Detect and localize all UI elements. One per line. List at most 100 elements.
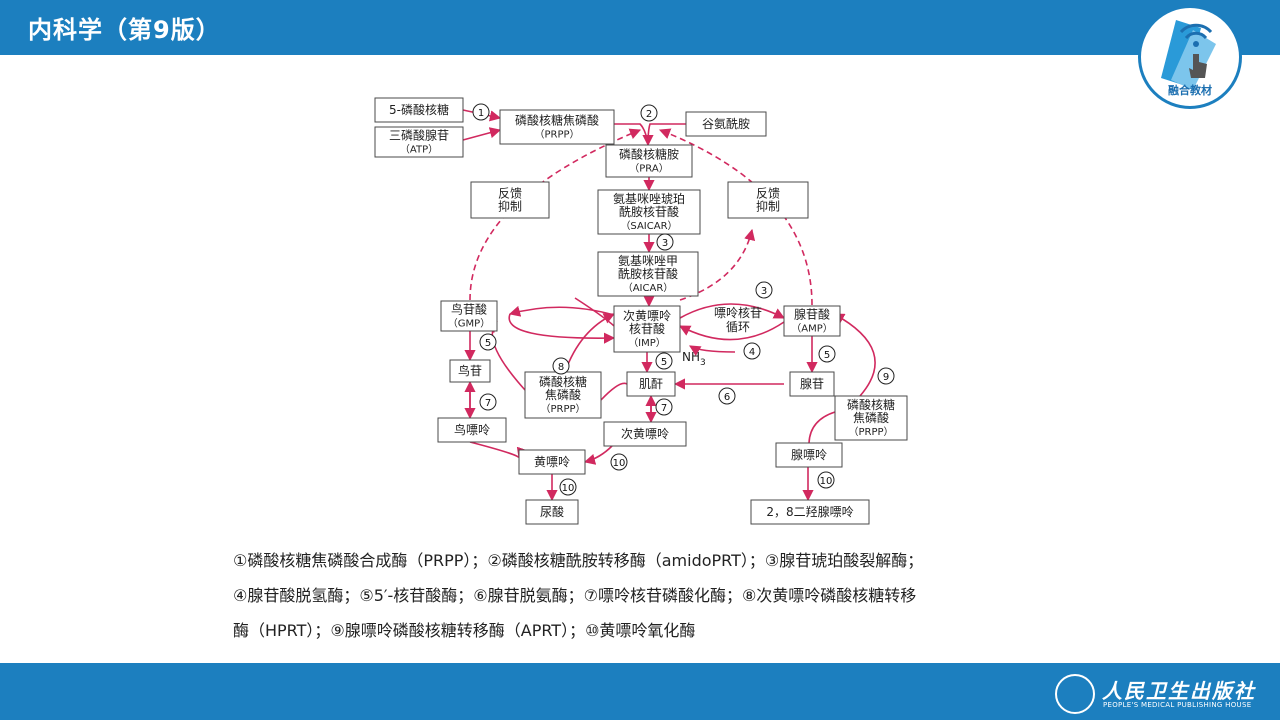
node-inosine: 肌酐 bbox=[626, 371, 676, 397]
enzyme-number: 1 bbox=[472, 103, 490, 121]
node-text: 肌酐 bbox=[639, 377, 663, 391]
node-text: 三磷酸腺苷 bbox=[389, 128, 449, 143]
svg-text:10: 10 bbox=[562, 483, 575, 494]
node-text: 次黄嘌呤 bbox=[621, 426, 669, 441]
svg-text:5: 5 bbox=[824, 350, 830, 361]
node-prpp-right: 磷酸核糖焦磷酸（PRPP） bbox=[834, 395, 908, 441]
node-text: 氨基咪唑甲 bbox=[618, 254, 678, 268]
node-text: （IMP） bbox=[628, 337, 666, 349]
reaction-arrow bbox=[462, 127, 502, 141]
header-bar bbox=[0, 0, 1280, 55]
enzyme-number: 5 bbox=[655, 352, 673, 370]
node-text: 酰胺核苷酸 bbox=[618, 266, 678, 281]
reaction-arrow bbox=[508, 305, 615, 317]
textbook-badge[interactable]: 融合教材 bbox=[1138, 5, 1242, 109]
node-adenine: 腺嘌呤 bbox=[775, 442, 843, 468]
node-text: 次黄嘌呤 bbox=[623, 308, 671, 323]
node-text: 反馈 bbox=[756, 187, 780, 201]
node-text: 磷酸核糖胺 bbox=[619, 147, 679, 162]
enzyme-number: 8 bbox=[552, 357, 570, 375]
enzyme-number: 10 bbox=[817, 471, 835, 489]
enzyme-number: 5 bbox=[818, 345, 836, 363]
node-text: 磷酸核糖焦磷酸 bbox=[515, 113, 599, 128]
node-text: 焦磷酸 bbox=[853, 410, 889, 425]
svg-text:5: 5 bbox=[485, 338, 491, 349]
touch-icon bbox=[1161, 20, 1216, 90]
node-text: 磷酸核糖 bbox=[539, 374, 587, 389]
node-text: 氨基咪唑琥珀 bbox=[613, 192, 685, 206]
reaction-arrow bbox=[564, 313, 616, 373]
publisher-logo-icon bbox=[1055, 674, 1095, 714]
enzyme-number: 10 bbox=[610, 453, 628, 471]
enzyme-number: 7 bbox=[655, 398, 673, 416]
node-text: （AICAR） bbox=[623, 282, 674, 294]
svg-text:5: 5 bbox=[661, 357, 667, 368]
node-text: 酰胺核苷酸 bbox=[619, 204, 679, 219]
node-gln: 谷氨酰胺 bbox=[685, 111, 767, 137]
svg-text:10: 10 bbox=[613, 458, 626, 469]
node-text: 2，8二羟腺嘌呤 bbox=[766, 504, 853, 519]
node-uric-acid: 尿酸 bbox=[525, 499, 579, 525]
node-text: 抑制 bbox=[498, 199, 522, 214]
reaction-arrow bbox=[679, 303, 785, 319]
nh3-label: NH3 bbox=[682, 350, 706, 368]
node-hypoxanthine: 次黄嘌呤 bbox=[603, 421, 687, 447]
node-text: （PRPP） bbox=[848, 426, 893, 438]
node-xanthine: 黄嘌呤 bbox=[518, 449, 586, 475]
reaction-arrow bbox=[600, 382, 628, 401]
enzyme-number: 3 bbox=[656, 233, 674, 251]
enzyme-legend: ①磷酸核糖焦磷酸合成酶（PRPP）；②磷酸核糖酰胺转移酶（amidoPRT）；③… bbox=[233, 543, 1063, 648]
publisher-name-en: PEOPLE'S MEDICAL PUBLISHING HOUSE bbox=[1103, 701, 1252, 709]
node-text: 腺苷酸 bbox=[794, 307, 830, 322]
badge-label: 融合教材 bbox=[1168, 84, 1212, 97]
node-prpp-top: 磷酸核糖焦磷酸（PRPP） bbox=[499, 109, 615, 145]
enzyme-number: 3 bbox=[755, 281, 773, 299]
node-prpp-left: 磷酸核糖焦磷酸（PRPP） bbox=[524, 371, 602, 419]
node-atp: 三磷酸腺苷（ATP） bbox=[374, 126, 464, 158]
node-text: 尿酸 bbox=[540, 504, 564, 519]
purine-metabolism-diagram: 5-磷酸核糖三磷酸腺苷（ATP）磷酸核糖焦磷酸（PRPP）谷氨酰胺磷酸核糖胺（P… bbox=[374, 97, 908, 525]
svg-text:4: 4 bbox=[749, 347, 755, 358]
cycle-label-2: 循环 bbox=[726, 320, 750, 334]
node-text: 抑制 bbox=[756, 199, 780, 214]
cycle-label-1: 嘌呤核苷 bbox=[714, 305, 762, 320]
node-text: 焦磷酸 bbox=[545, 387, 581, 402]
enzyme-number: 6 bbox=[718, 387, 736, 405]
node-text: （PRPP） bbox=[540, 403, 585, 415]
node-text: 腺苷 bbox=[800, 377, 824, 391]
node-text: （PRA） bbox=[629, 163, 668, 175]
node-dha: 2，8二羟腺嘌呤 bbox=[750, 499, 870, 525]
enzyme-number: 4 bbox=[743, 342, 761, 360]
svg-text:9: 9 bbox=[883, 372, 889, 383]
reaction-arrow bbox=[808, 411, 836, 444]
svg-text:2: 2 bbox=[646, 109, 652, 120]
node-guanine: 鸟嘌呤 bbox=[437, 417, 507, 443]
node-text: 磷酸核糖 bbox=[847, 397, 895, 412]
node-text: （PRPP） bbox=[534, 129, 579, 141]
enzyme-number: 7 bbox=[479, 393, 497, 411]
node-gmp: 鸟苷酸（GMP） bbox=[440, 300, 498, 332]
reaction-arrow bbox=[689, 345, 736, 356]
node-text: 5-磷酸核糖 bbox=[389, 102, 449, 117]
svg-text:1: 1 bbox=[478, 108, 484, 119]
svg-text:7: 7 bbox=[485, 398, 491, 409]
svg-text:3: 3 bbox=[761, 286, 767, 297]
reaction-arrow bbox=[486, 321, 526, 391]
node-text: 鸟嘌呤 bbox=[454, 422, 490, 437]
node-text: （SAICAR） bbox=[620, 220, 677, 232]
publisher-name-cn: 人民卫生出版社 bbox=[1102, 679, 1256, 703]
node-adenosine: 腺苷 bbox=[789, 371, 835, 397]
svg-text:8: 8 bbox=[558, 362, 564, 373]
node-text: 鸟苷酸 bbox=[451, 302, 487, 317]
node-text: 腺嘌呤 bbox=[791, 447, 827, 462]
svg-text:7: 7 bbox=[661, 403, 667, 414]
node-text: 反馈 bbox=[498, 187, 522, 201]
legend-line-2: ④腺苷酸脱氢酶；⑤5′-核苷酸酶；⑥腺苷脱氨酶；⑦嘌呤核苷磷酸化酶；⑧次黄嘌呤磷… bbox=[233, 586, 917, 605]
node-text: 黄嘌呤 bbox=[534, 454, 570, 469]
enzyme-number: 10 bbox=[559, 478, 577, 496]
